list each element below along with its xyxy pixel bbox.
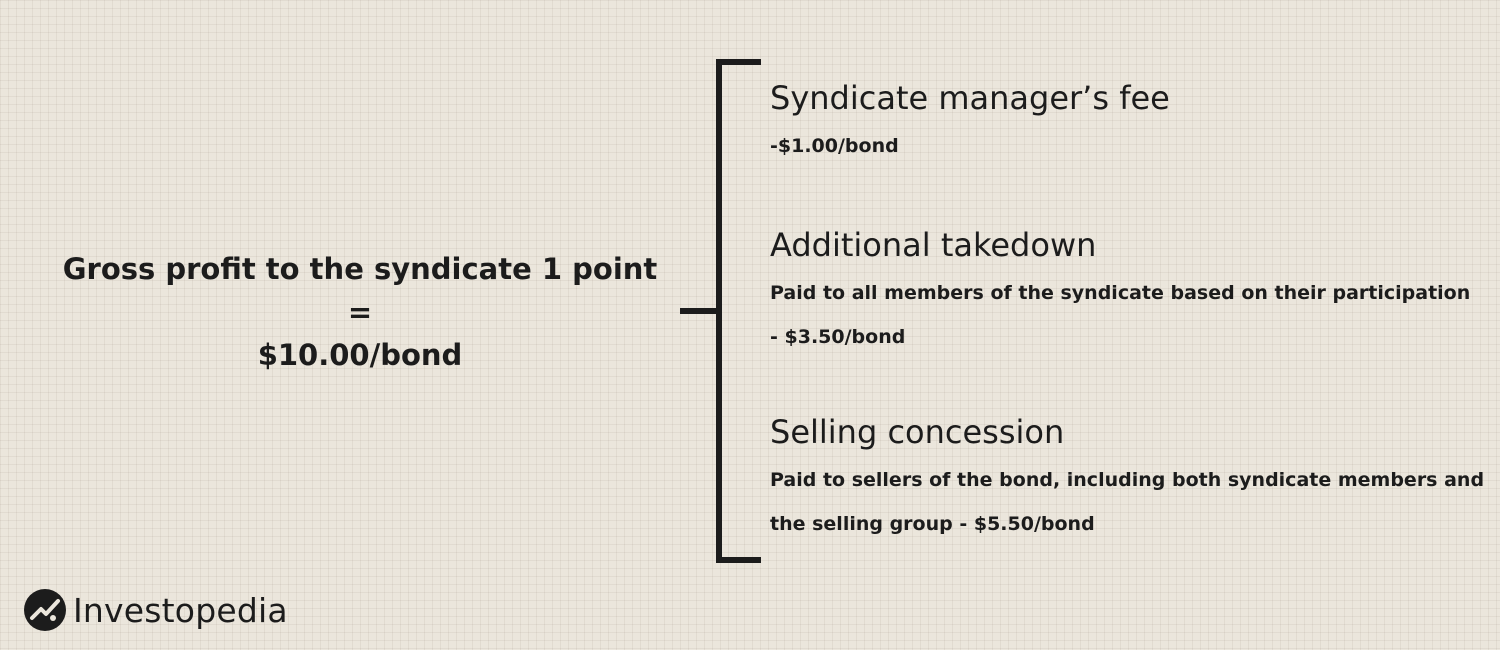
bracket-vertical bbox=[716, 59, 722, 563]
item-title-additional-takedown: Additional takedown bbox=[770, 226, 1097, 264]
item-title-manager-fee: Syndicate manager’s fee bbox=[770, 79, 1170, 117]
investopedia-logo-text: Investopedia bbox=[73, 590, 288, 630]
bracket-bottom-arm bbox=[716, 557, 761, 563]
bracket-top-arm bbox=[716, 59, 761, 65]
gross-profit-label: Gross profit to the syndicate 1 point bbox=[62, 252, 658, 286]
equals-sign: = bbox=[347, 295, 373, 329]
item-title-selling-concession: Selling concession bbox=[770, 413, 1065, 451]
item-line-additional-takedown-amount: - $3.50/bond bbox=[770, 326, 906, 348]
item-line-additional-takedown-desc: Paid to all members of the syndicate bas… bbox=[770, 282, 1471, 304]
bracket bbox=[716, 59, 761, 563]
gross-profit-value: $10.00/bond bbox=[257, 338, 463, 372]
item-line-selling-concession-amount: the selling group - $5.50/bond bbox=[770, 513, 1095, 535]
item-line-manager-fee-amount: -$1.00/bond bbox=[770, 135, 899, 157]
investopedia-logo: Investopedia bbox=[23, 587, 288, 633]
item-line-selling-concession-desc: Paid to sellers of the bond, including b… bbox=[770, 469, 1485, 491]
investopedia-logo-icon bbox=[24, 589, 66, 631]
bracket-stem bbox=[680, 308, 720, 314]
gross-profit-block: Gross profit to the syndicate 1 point = … bbox=[60, 248, 660, 377]
